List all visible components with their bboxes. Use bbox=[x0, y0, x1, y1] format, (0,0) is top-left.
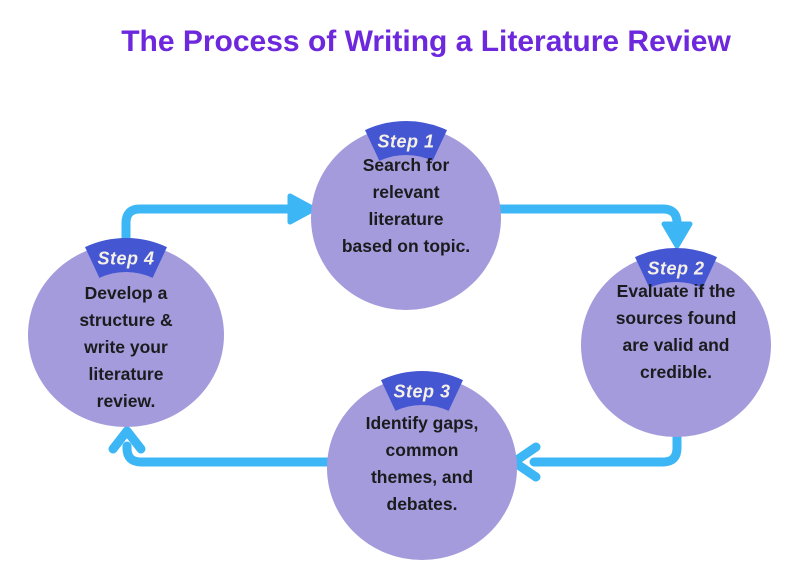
step-text-line: structure & bbox=[79, 310, 173, 330]
step-3-circle bbox=[327, 376, 517, 560]
step-text-line: common bbox=[385, 440, 459, 460]
step-text-line: themes, and bbox=[370, 467, 474, 487]
step-2-circle bbox=[581, 253, 771, 437]
step-text-line: Evaluate if the bbox=[616, 281, 736, 301]
arrow-step3-to-step4 bbox=[108, 426, 332, 467]
step-text-line: literature bbox=[88, 364, 164, 384]
step-3-badge-label: Step 3 bbox=[393, 381, 451, 402]
step-1-badge-label: Step 1 bbox=[377, 131, 435, 152]
arrow-step4-to-step1 bbox=[121, 193, 317, 245]
step-text-line: review. bbox=[96, 391, 156, 411]
arrow-step2-to-step3 bbox=[509, 432, 682, 482]
step-2-text: Evaluate if the sources found are valid … bbox=[576, 278, 776, 386]
step-4-text: Develop a structure & write your literat… bbox=[26, 280, 226, 415]
step-1-circle bbox=[311, 126, 501, 310]
step-text-line: are valid and bbox=[622, 335, 730, 355]
step-text-line: Search for bbox=[362, 155, 450, 175]
arrow-step1-to-step2 bbox=[495, 204, 693, 249]
step-2-badge-label: Step 2 bbox=[647, 258, 705, 279]
arrow-right-head-icon bbox=[287, 193, 317, 225]
step-text-line: literature bbox=[368, 209, 444, 229]
step-text-line: Identify gaps, bbox=[365, 413, 479, 433]
step-text-line: credible. bbox=[640, 362, 712, 382]
step-1-badge bbox=[365, 121, 447, 161]
step-text-line: sources found bbox=[615, 308, 737, 328]
step-4-circle bbox=[28, 243, 224, 427]
page-title: The Process of Writing a Literature Revi… bbox=[121, 25, 731, 58]
step-1-text: Search for relevant literature based on … bbox=[306, 152, 506, 260]
step-3-badge bbox=[381, 371, 463, 411]
step-4-badge bbox=[85, 238, 167, 278]
arrow-down-head-icon bbox=[661, 221, 693, 249]
step-text-line: Develop a bbox=[84, 283, 168, 303]
step-2-badge bbox=[635, 248, 717, 288]
step-3-text: Identify gaps, common themes, and debate… bbox=[322, 410, 522, 518]
step-4-badge-label: Step 4 bbox=[97, 248, 155, 269]
step-text-line: write your bbox=[84, 337, 168, 357]
step-text-line: debates. bbox=[386, 494, 458, 514]
arrow-up-chevron-icon bbox=[108, 426, 146, 454]
step-text-line: based on topic. bbox=[341, 236, 471, 256]
step-text-line: relevant bbox=[372, 182, 440, 202]
